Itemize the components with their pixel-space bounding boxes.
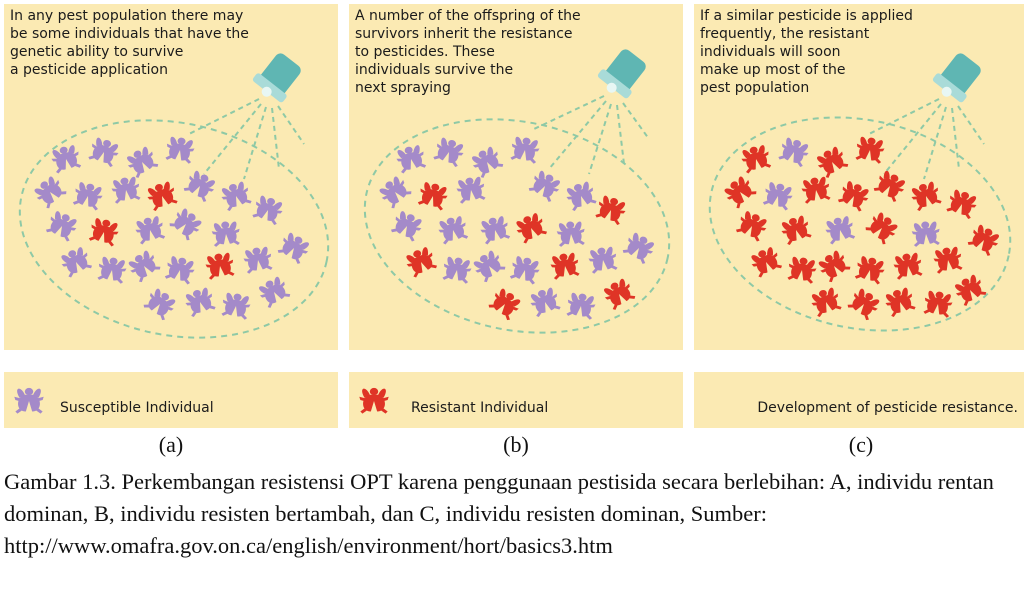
sprayer-icon [252,53,301,103]
panel-b-illustration [363,49,671,334]
sprayer-icon [932,53,981,103]
panel-b: A number of the offspring of the survivo… [349,4,683,350]
resistant-insect-icon [359,387,389,414]
sprayer-icon [597,49,646,99]
legend-development: Development of pesticide resistance. [694,372,1024,428]
panel-b-description: A number of the offspring of the survivo… [355,8,581,96]
panel-c: If a similar pesticide is applied freque… [694,4,1024,350]
panel-a-description: In any pest population there may be some… [10,8,249,78]
figure-caption-text: Gambar 1.3. Perkembangan resistensi OPT … [4,469,994,526]
panel-label-b: (b) [503,432,529,457]
panel-c-illustration [708,53,1012,332]
panel-label-a: (a) [158,432,184,457]
legend-susceptible-label: Susceptible Individual [60,400,214,416]
figure-caption: Gambar 1.3. Perkembangan resistensi OPT … [4,466,1020,562]
legend-resistant-label: Resistant Individual [411,400,549,416]
panel-a-illustration [18,53,330,339]
legend-susceptible: Susceptible Individual [4,372,338,428]
panel-a: In any pest population there may be some… [4,4,338,350]
panel-c-description: If a similar pesticide is applied freque… [700,8,913,96]
panel-label-c: (c) [848,432,874,457]
legend-development-label: Development of pesticide resistance. [757,400,1018,416]
legend-resistant: Resistant Individual [349,372,683,428]
susceptible-insect-icon [14,387,44,414]
figure-source-url: http://www.omafra.gov.on.ca/english/envi… [4,533,613,558]
